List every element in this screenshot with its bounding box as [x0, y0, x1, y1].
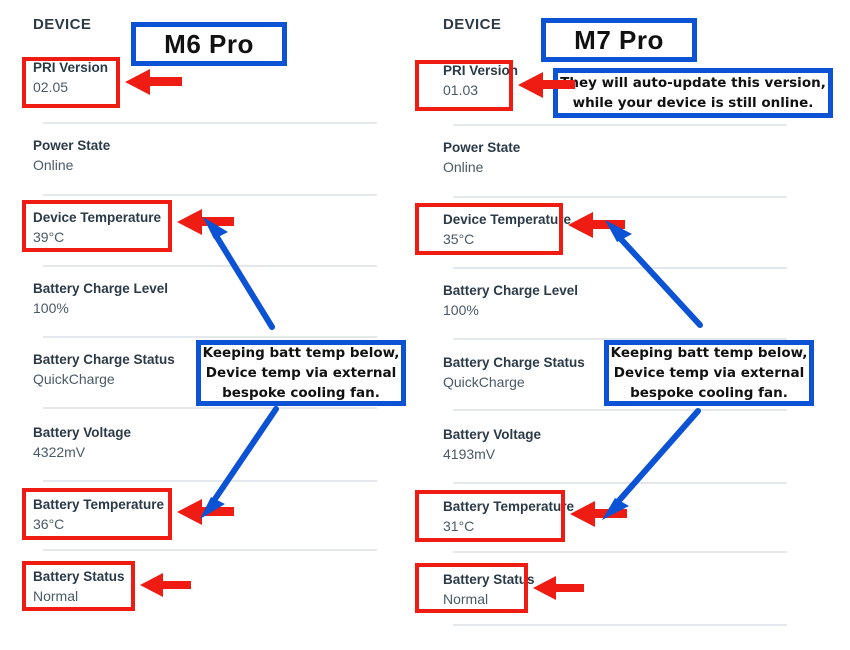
field-value: QuickCharge	[443, 374, 525, 390]
field-value: 100%	[443, 302, 479, 318]
highlight-box-battery-status-right	[415, 563, 528, 613]
callout-text: They will auto-update this version, whil…	[560, 75, 826, 111]
row-divider	[43, 407, 377, 409]
row-divider	[43, 122, 377, 124]
field-label: PRI Version	[443, 63, 519, 78]
highlight-box-device-temperature-right	[415, 203, 563, 255]
field-value: 36°C	[33, 516, 65, 532]
highlight-box-pri-version-left	[22, 57, 120, 108]
field-value: 35°C	[443, 231, 475, 247]
field-battery-voltage: Battery Voltage 4193mV	[443, 425, 798, 465]
highlight-box-battery-status-left	[22, 561, 135, 611]
field-value: 31°C	[443, 518, 475, 534]
field-value: Normal	[443, 591, 489, 607]
field-battery-voltage: Battery Voltage 4322mV	[33, 423, 388, 463]
field-value: 39°C	[33, 229, 65, 245]
field-value: Online	[443, 159, 484, 175]
row-divider	[453, 267, 787, 269]
field-label: Device Temperature	[33, 210, 162, 225]
field-label: Battery Voltage	[33, 425, 132, 440]
field-battery-charge-status: Battery Charge Status QuickCharge	[443, 353, 798, 393]
field-label: Battery Charge Level	[443, 283, 579, 298]
field-label: Battery Temperature	[33, 497, 165, 512]
field-battery-charge-status: Battery Charge Status QuickCharge	[33, 350, 388, 390]
field-label: Battery Voltage	[443, 427, 542, 442]
callout-cooling-note-right: Keeping batt temp below, Device temp via…	[604, 340, 814, 406]
field-label: Battery Status	[33, 569, 125, 584]
row-divider	[43, 480, 377, 482]
panel-title: DEVICE	[33, 16, 92, 33]
field-label: PRI Version	[33, 60, 109, 75]
callout-pri-version-note-right: They will auto-update this version, whil…	[553, 68, 833, 118]
field-battery-temperature: Battery Temperature 36°C	[33, 495, 388, 535]
field-label: Battery Charge Status	[33, 352, 175, 367]
row-divider	[453, 196, 787, 198]
field-device-temperature: Device Temperature 39°C	[33, 208, 388, 248]
field-battery-charge-level: Battery Charge Level 100%	[33, 279, 388, 319]
field-label: Battery Temperature	[443, 499, 575, 514]
callout-text: Keeping batt temp below, Device temp via…	[202, 345, 400, 401]
highlight-box-battery-temperature-left	[22, 488, 172, 540]
field-value: 100%	[33, 300, 69, 316]
field-power-state: Power State Online	[33, 136, 388, 176]
callout-text: M6 Pro	[164, 28, 254, 59]
field-label: Battery Status	[443, 572, 535, 587]
field-pri-version: PRI Version 01.03	[443, 61, 798, 101]
field-power-state: Power State Online	[443, 138, 798, 178]
field-value: 02.05	[33, 79, 69, 95]
field-battery-status: Battery Status Normal	[443, 570, 798, 610]
device-panel-m6pro: DEVICE PRI Version 02.05 Power State Onl…	[10, 0, 410, 650]
field-value: 01.03	[443, 82, 479, 98]
callout-text: M7 Pro	[574, 24, 664, 55]
field-value: Normal	[33, 588, 79, 604]
row-divider	[43, 194, 377, 196]
field-battery-charge-level: Battery Charge Level 100%	[443, 281, 798, 321]
callout-text: Keeping batt temp below, Device temp via…	[610, 345, 808, 401]
callout-device-model-left: M6 Pro	[131, 22, 287, 66]
field-label: Power State	[33, 138, 111, 153]
row-divider	[43, 265, 377, 267]
field-pri-version: PRI Version 02.05	[33, 58, 388, 98]
highlight-box-device-temperature-left	[22, 200, 172, 252]
field-value: Online	[33, 157, 74, 173]
field-battery-status: Battery Status Normal	[33, 567, 388, 607]
row-divider	[453, 482, 787, 484]
field-label: Device Temperature	[443, 212, 572, 227]
row-divider	[453, 409, 787, 411]
callout-cooling-note-left: Keeping batt temp below, Device temp via…	[196, 340, 406, 406]
field-label: Battery Charge Level	[33, 281, 169, 296]
highlight-box-battery-temperature-right	[415, 490, 565, 542]
field-device-temperature: Device Temperature 35°C	[443, 210, 798, 250]
field-battery-temperature: Battery Temperature 31°C	[443, 497, 798, 537]
row-divider	[453, 624, 787, 626]
row-divider	[453, 338, 787, 340]
panel-title: DEVICE	[443, 16, 502, 33]
field-value: 4193mV	[443, 446, 496, 462]
field-label: Battery Charge Status	[443, 355, 585, 370]
row-divider	[453, 124, 787, 126]
callout-device-model-right: M7 Pro	[541, 18, 697, 62]
field-label: Power State	[443, 140, 521, 155]
row-divider	[43, 549, 377, 551]
highlight-box-pri-version-right	[415, 60, 513, 111]
field-value: QuickCharge	[33, 371, 115, 387]
field-value: 4322mV	[33, 444, 86, 460]
row-divider	[453, 551, 787, 553]
row-divider	[43, 336, 377, 338]
